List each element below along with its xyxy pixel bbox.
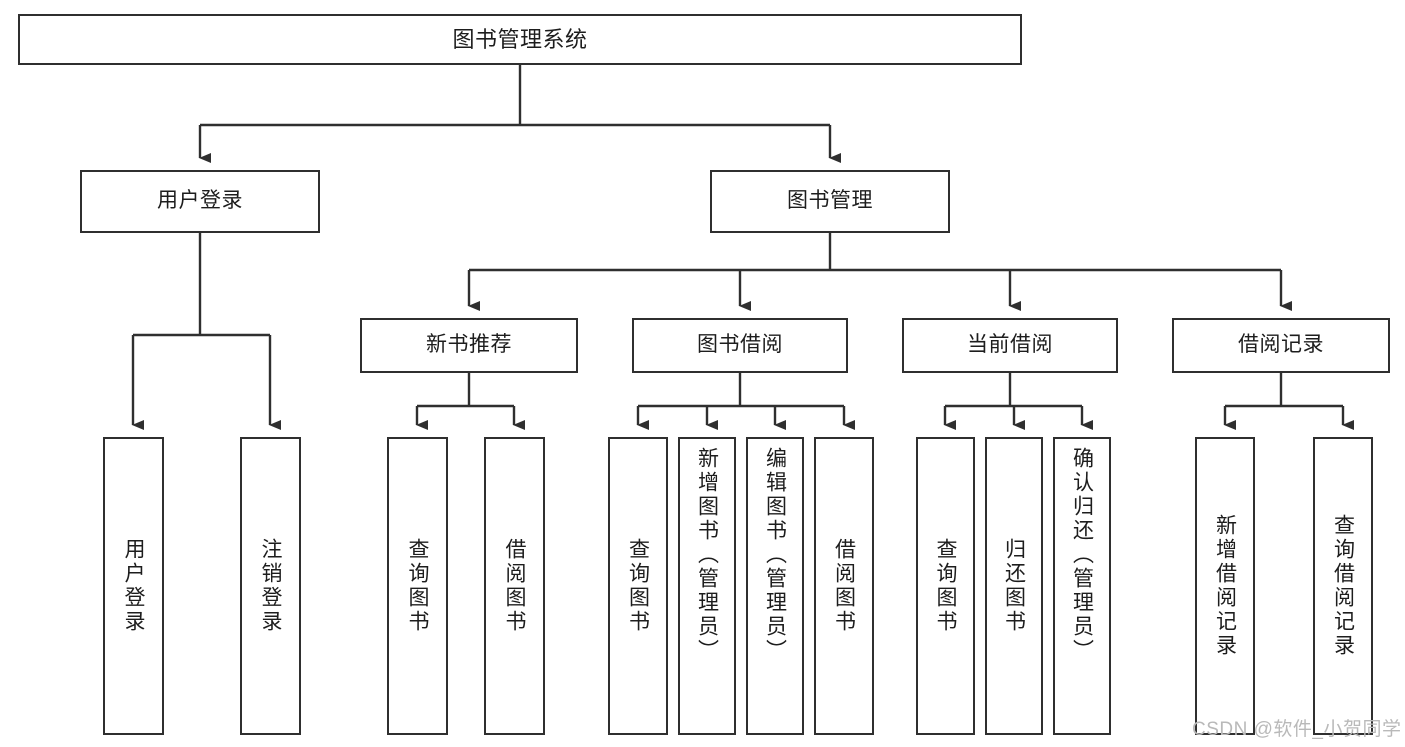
node-root-label: 图书管理系统: [452, 26, 588, 52]
node-leaf-user-login[interactable]: 用户登录: [103, 437, 164, 735]
node-leaf-query-borrow-record-label: 查询借阅记录: [1331, 514, 1355, 658]
node-leaf-edit-book-admin[interactable]: 编辑图书（管理员）: [746, 437, 804, 735]
node-leaf-edit-book-admin-label: 编辑图书（管理员）: [763, 447, 787, 663]
node-leaf-query-book-current-label: 查询图书: [934, 538, 957, 634]
node-leaf-confirm-return-admin[interactable]: 确认归还（管理员）: [1053, 437, 1111, 735]
node-leaf-query-book-rec-label: 查询图书: [406, 538, 429, 634]
node-leaf-query-book-rec[interactable]: 查询图书: [387, 437, 448, 735]
node-book-borrow-label: 图书借阅: [697, 333, 783, 357]
node-leaf-add-borrow-record-label: 新增借阅记录: [1213, 514, 1237, 658]
node-user-login[interactable]: 用户登录: [80, 170, 320, 233]
node-leaf-return-book-label: 归还图书: [1002, 538, 1026, 634]
node-borrow-record-label: 借阅记录: [1238, 333, 1324, 357]
node-new-book-recommend-label: 新书推荐: [426, 333, 512, 357]
node-borrow-record[interactable]: 借阅记录: [1172, 318, 1390, 373]
csdn-watermark: CSDN @软件_小贺同学: [1192, 719, 1402, 740]
node-leaf-add-book-admin-label: 新增图书（管理员）: [695, 447, 719, 663]
node-user-login-label: 用户登录: [157, 189, 243, 213]
node-leaf-query-borrow-record[interactable]: 查询借阅记录: [1313, 437, 1373, 735]
node-leaf-user-login-label: 用户登录: [122, 538, 145, 634]
node-leaf-query-book-current[interactable]: 查询图书: [916, 437, 975, 735]
node-leaf-borrow-book-rec[interactable]: 借阅图书: [484, 437, 545, 735]
node-leaf-return-book[interactable]: 归还图书: [985, 437, 1043, 735]
node-leaf-confirm-return-admin-label: 确认归还（管理员）: [1070, 447, 1094, 663]
node-book-borrow[interactable]: 图书借阅: [632, 318, 848, 373]
node-leaf-user-logout[interactable]: 注销登录: [240, 437, 301, 735]
node-leaf-add-borrow-record[interactable]: 新增借阅记录: [1195, 437, 1255, 735]
node-root[interactable]: 图书管理系统: [18, 14, 1022, 65]
node-current-borrow-label: 当前借阅: [967, 333, 1053, 357]
node-leaf-user-logout-label: 注销登录: [259, 538, 282, 634]
node-leaf-borrow-book-label: 借阅图书: [832, 538, 856, 634]
node-book-management[interactable]: 图书管理: [710, 170, 950, 233]
node-leaf-borrow-book-rec-label: 借阅图书: [503, 538, 526, 634]
node-leaf-query-book-borrow-label: 查询图书: [626, 538, 650, 634]
node-book-management-label: 图书管理: [787, 189, 873, 213]
node-current-borrow[interactable]: 当前借阅: [902, 318, 1118, 373]
node-leaf-add-book-admin[interactable]: 新增图书（管理员）: [678, 437, 736, 735]
node-leaf-borrow-book[interactable]: 借阅图书: [814, 437, 874, 735]
node-new-book-recommend[interactable]: 新书推荐: [360, 318, 578, 373]
node-leaf-query-book-borrow[interactable]: 查询图书: [608, 437, 668, 735]
